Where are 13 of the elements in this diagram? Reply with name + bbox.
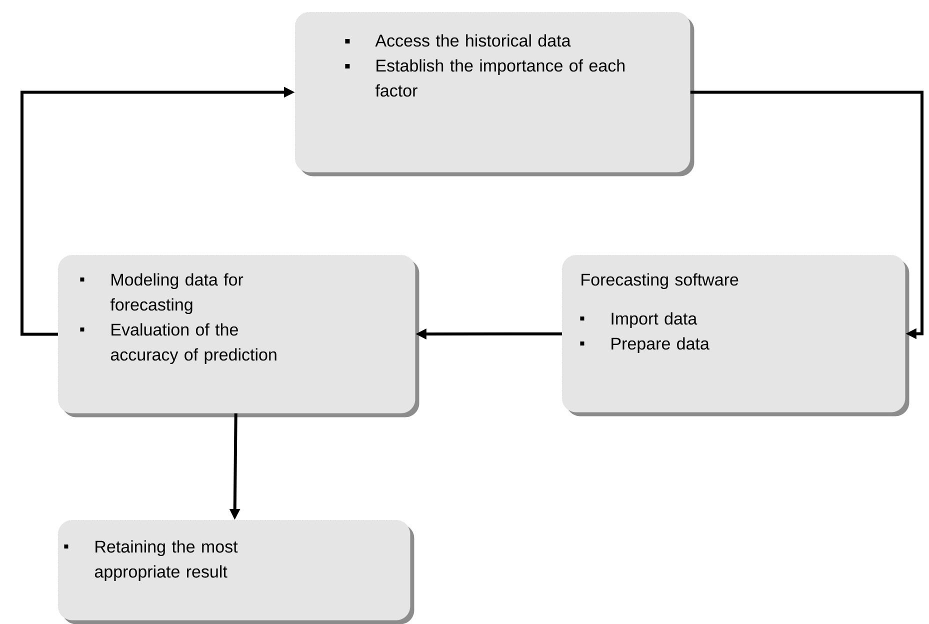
process-box xyxy=(562,255,910,416)
list-item: Retaining the most appropriate result xyxy=(64,540,238,582)
list-item: Prepare data xyxy=(580,337,710,354)
arrow xyxy=(690,90,924,340)
list-item: Import data xyxy=(580,312,698,328)
list-item: Modeling data for forecasting xyxy=(80,273,244,314)
list-item: Access the historical data xyxy=(345,34,571,47)
box-heading: Forecasting software xyxy=(582,273,738,290)
list-item: Evaluation of the accuracy of prediction xyxy=(80,323,276,364)
process-box xyxy=(58,520,414,624)
process-box xyxy=(295,12,694,176)
process-box xyxy=(58,255,420,418)
list-item: Establish the importance of each factor xyxy=(345,59,624,97)
